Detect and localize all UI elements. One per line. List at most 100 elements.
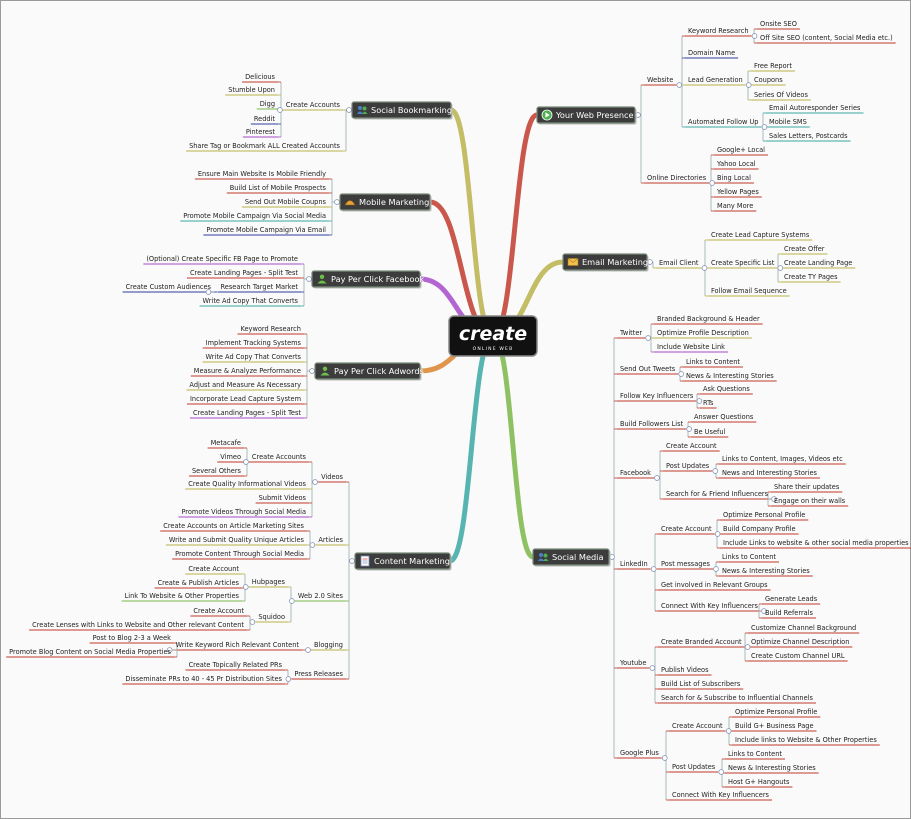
node-ppcad-a1[interactable]: Keyword Research [240, 325, 301, 333]
collapse-toggle-icon[interactable] [309, 368, 315, 374]
collapse-toggle-icon[interactable] [285, 676, 292, 682]
node-social-fb-links[interactable]: Links to Content, Images, Videos etc [722, 455, 843, 463]
main-topic-social[interactable]: Social Media [532, 548, 611, 567]
node-social-yt-search[interactable]: Search for & Subscribe to Influential Ch… [661, 694, 814, 702]
collapse-toggle-icon[interactable] [713, 566, 719, 572]
node-mobile-m4[interactable]: Promote Mobile Campaign Via Social Media [183, 212, 326, 220]
node-bookmark-share-tag[interactable]: Share Tag or Bookmark ALL Created Accoun… [189, 142, 340, 150]
node-web-sales-letters[interactable]: Sales Letters, Postcards [769, 132, 848, 140]
node-content-b-promote[interactable]: Promote Blog Content on Social Media Pro… [9, 648, 171, 656]
node-content-v-submit[interactable]: Submit Videos [259, 494, 307, 502]
node-web-google-local[interactable]: Google+ Local [717, 146, 765, 154]
main-topic-email[interactable]: Email Marketing [562, 253, 649, 272]
collapse-toggle-icon[interactable] [777, 265, 784, 271]
node-content-sq-lenses[interactable]: Create Lenses with Links to Website and … [32, 621, 244, 629]
collapse-toggle-icon[interactable] [725, 728, 732, 734]
node-ppcad-a4[interactable]: Measure & Analyze Performance [194, 367, 301, 375]
node-bookmark-stumble[interactable]: Stumble Upon [228, 86, 275, 94]
node-content-v-promote[interactable]: Promote Videos Through Social Media [181, 508, 306, 516]
node-content-b-write[interactable]: Write Keyword Rich Relevant Content [176, 641, 300, 649]
node-social-tweets[interactable]: Send Out Tweets [620, 365, 676, 373]
main-topic-content[interactable]: Content Marketing [354, 552, 452, 571]
node-ppcad-a7[interactable]: Create Landing Pages - Split Test [193, 409, 301, 417]
node-social-li-include[interactable]: Include Links to website & other social … [723, 539, 909, 547]
collapse-toggle-icon[interactable] [334, 199, 340, 205]
collapse-toggle-icon[interactable] [712, 468, 718, 474]
node-social-ask-q[interactable]: Ask Questions [703, 385, 750, 393]
collapse-toggle-icon[interactable] [761, 608, 767, 614]
node-content-press[interactable]: Press Releases [294, 670, 343, 678]
node-social-youtube[interactable]: Youtube [619, 659, 646, 667]
collapse-toggle-icon[interactable] [166, 647, 173, 653]
collapse-toggle-icon[interactable] [714, 531, 721, 537]
node-email-client[interactable]: Email Client [659, 259, 699, 267]
node-social-fb-engage[interactable]: Engage on their walls [774, 497, 846, 505]
node-content-v-create-accounts[interactable]: Create Accounts [252, 453, 307, 461]
node-bookmark-create-accounts[interactable]: Create Accounts [286, 101, 341, 109]
collapse-toggle-icon[interactable] [686, 426, 692, 432]
node-email-specific-list[interactable]: Create Specific List [711, 259, 775, 267]
collapse-toggle-icon[interactable] [305, 647, 311, 653]
node-ppcfb-f4[interactable]: Write Ad Copy That Converts [203, 297, 299, 305]
node-social-li-create[interactable]: Create Account [661, 525, 712, 533]
node-social-tw-optimize[interactable]: Optimize Profile Description [657, 329, 749, 337]
node-ppcad-a5[interactable]: Adjust and Measure As Necessary [189, 381, 301, 389]
node-bookmark-digg[interactable]: Digg [260, 100, 275, 108]
node-bookmark-reddit[interactable]: Reddit [254, 115, 276, 123]
collapse-toggle-icon[interactable] [243, 459, 249, 465]
collapse-toggle-icon[interactable] [662, 755, 668, 761]
node-social-li-leads[interactable]: Generate Leads [765, 595, 818, 603]
collapse-toggle-icon[interactable] [751, 33, 758, 39]
node-mobile-m5[interactable]: Promote Mobile Campaign Via Email [206, 226, 326, 234]
node-social-linkedin[interactable]: LinkedIn [620, 560, 648, 568]
node-web-offsite[interactable]: Off Site SEO (content, Social Media etc.… [760, 34, 893, 42]
node-content-a-write[interactable]: Write and Submit Quality Unique Articles [169, 536, 305, 544]
node-social-yt-publish[interactable]: Publish Videos [661, 666, 709, 674]
collapse-toggle-icon[interactable] [249, 619, 256, 625]
node-social-twitter[interactable]: Twitter [619, 329, 642, 337]
node-web-many-more[interactable]: Many More [717, 202, 753, 210]
node-social-yt-bg[interactable]: Customize Channel Background [751, 624, 856, 632]
main-topic-ppcad[interactable]: Pay Per Click Adwords [314, 362, 424, 381]
node-social-li-links[interactable]: Links to Content [722, 553, 776, 561]
node-social-li-news[interactable]: News & Interesting Stories [722, 567, 810, 575]
collapse-toggle-icon[interactable] [312, 479, 318, 485]
node-social-gp-news[interactable]: News & Interesting Stories [728, 764, 816, 772]
node-social-li-groups[interactable]: Get involved in Relevant Groups [661, 581, 768, 589]
collapse-toggle-icon[interactable] [645, 335, 651, 341]
collapse-toggle-icon[interactable] [771, 496, 777, 502]
main-topic-mobile[interactable]: Mobile Marketing [339, 193, 432, 212]
node-ppcad-a3[interactable]: Write Ad Copy That Converts [206, 353, 302, 361]
node-web-kw-research[interactable]: Keyword Research [688, 27, 749, 35]
node-social-yt-desc[interactable]: Optimize Channel Description [751, 638, 849, 646]
node-ppcad-a2[interactable]: Implement Tracking Systems [206, 339, 302, 347]
node-web-onsite[interactable]: Onsite SEO [760, 20, 797, 28]
node-social-fb-search[interactable]: Search for & Friend Influencers [666, 490, 769, 498]
node-social-gplus[interactable]: Google Plus [620, 749, 659, 757]
node-web-mobile-sms[interactable]: Mobile SMS [769, 118, 807, 126]
node-social-gp-business[interactable]: Build G+ Business Page [735, 722, 814, 730]
node-mobile-m1[interactable]: Ensure Main Website Is Mobile Friendly [198, 170, 326, 178]
node-social-facebook[interactable]: Facebook [620, 469, 651, 477]
collapse-toggle-icon[interactable] [744, 644, 751, 650]
node-social-fb-post[interactable]: Post Updates [666, 462, 710, 470]
node-content-hp-link[interactable]: Link To Website & Other Properties [125, 592, 240, 600]
node-email-capture[interactable]: Create Lead Capture Systems [711, 231, 810, 239]
node-ppcfb-f3[interactable]: Research Target Market [220, 283, 298, 291]
node-content-a-accounts[interactable]: Create Accounts on Article Marketing Sit… [163, 522, 304, 530]
node-content-hp-publish[interactable]: Create & Publish Articles [158, 579, 240, 587]
node-web-leadgen[interactable]: Lead Generation [688, 76, 743, 84]
main-topic-bookmark[interactable]: Social Bookmarking [351, 101, 453, 120]
node-social-yt-url[interactable]: Create Custom Channel URL [751, 652, 845, 660]
node-bookmark-delicious[interactable]: Delicious [245, 73, 275, 81]
node-web-bing-local[interactable]: Bing Local [717, 174, 751, 182]
node-social-build-followers[interactable]: Build Followers List [620, 420, 684, 428]
node-web-domain[interactable]: Domain Name [688, 49, 735, 57]
node-social-fb-share[interactable]: Share their updates [774, 483, 840, 491]
node-content-web20[interactable]: Web 2.0 Sites [298, 592, 344, 600]
node-social-gp-hangouts[interactable]: Host G+ Hangouts [728, 778, 790, 786]
node-web-series-videos[interactable]: Series Of Videos [754, 91, 808, 99]
node-social-gp-links[interactable]: Links to Content [728, 750, 782, 758]
node-email-offer[interactable]: Create Offer [784, 245, 825, 253]
collapse-toggle-icon[interactable] [277, 107, 283, 113]
